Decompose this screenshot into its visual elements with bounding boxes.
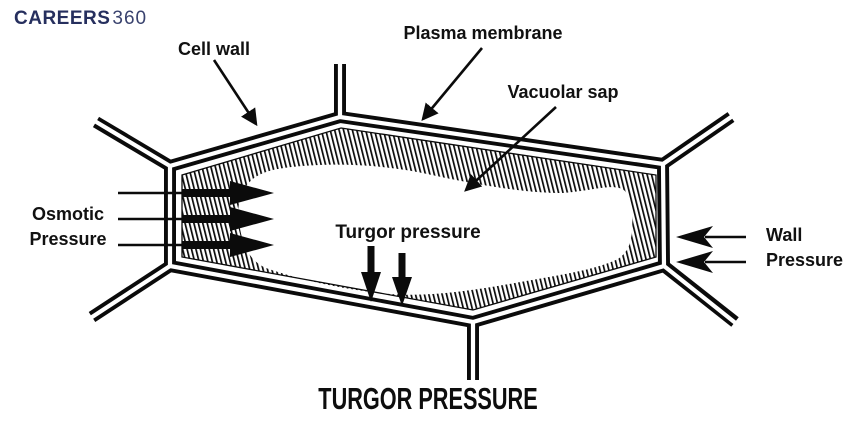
vacuolar-sap-label: Vacuolar sap <box>507 82 618 102</box>
plasma-membrane-pointer <box>421 47 483 121</box>
logo-text-bold: CAREERS <box>14 8 111 29</box>
osmotic-pressure-label-line2: Pressure <box>29 229 106 249</box>
vacuolar-sap-pointer <box>464 106 557 192</box>
label-pointer-arrows <box>212 47 557 192</box>
turgor-pressure-arrows <box>361 246 412 306</box>
turgor-pressure-label: Turgor pressure <box>335 222 480 243</box>
wall-pressure-label-line1: Wall <box>766 225 802 245</box>
cell-wall-pointer <box>212 59 258 127</box>
cell-wall-label: Cell wall <box>178 39 250 59</box>
osmotic-pressure-label-line1: Osmotic <box>32 204 104 224</box>
wall-pressure-label-line2: Pressure <box>766 250 843 270</box>
wall-pressure-arrows <box>676 226 746 273</box>
logo-text-light: 360 <box>112 8 148 29</box>
cell-wall-middle-lamella <box>87 61 740 383</box>
cytoplasm-hatch-band <box>182 128 656 310</box>
osmotic-pressure-arrows <box>118 181 274 257</box>
diagram-caption: TURGOR PRESSURE <box>318 381 537 416</box>
plasma-membrane-line <box>181 127 657 311</box>
plasma-membrane-label: Plasma membrane <box>403 23 562 43</box>
